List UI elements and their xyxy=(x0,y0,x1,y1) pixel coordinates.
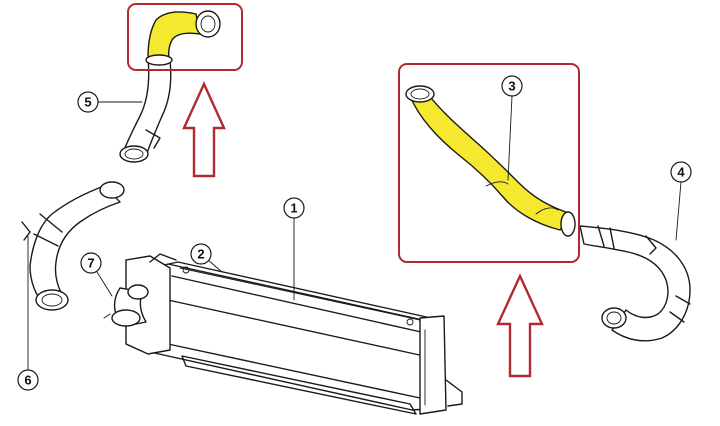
callout-5: 5 xyxy=(77,91,143,113)
upper-hose-5 xyxy=(119,57,172,163)
callout-label-7: 7 xyxy=(87,256,94,271)
highlight-box-hose-5 xyxy=(127,3,243,71)
intercooler-core xyxy=(125,253,463,415)
callout-label-3: 3 xyxy=(508,79,515,94)
elbow-hose-7 xyxy=(103,284,149,327)
callout-label-1: 1 xyxy=(290,201,297,216)
up-arrow-icon xyxy=(496,273,544,378)
lower-hose-6 xyxy=(21,181,125,311)
highlight-box-hose-3 xyxy=(398,63,580,263)
highlighted-hose-3 xyxy=(405,85,576,237)
highlighted-hose-5-elbow xyxy=(145,10,221,66)
callout-7: 7 xyxy=(80,252,113,297)
callout-2: 2 xyxy=(190,243,223,273)
callout-label-5: 5 xyxy=(84,95,91,110)
up-arrow-icon xyxy=(182,81,226,178)
callout-4: 4 xyxy=(670,161,692,241)
callout-3: 3 xyxy=(501,75,523,181)
callout-6: 6 xyxy=(17,235,39,391)
callout-label-6: 6 xyxy=(24,373,31,388)
right-hose-4 xyxy=(579,225,691,342)
callout-label-4: 4 xyxy=(677,165,685,180)
callout-label-2: 2 xyxy=(197,247,204,262)
callout-1: 1 xyxy=(283,197,305,301)
